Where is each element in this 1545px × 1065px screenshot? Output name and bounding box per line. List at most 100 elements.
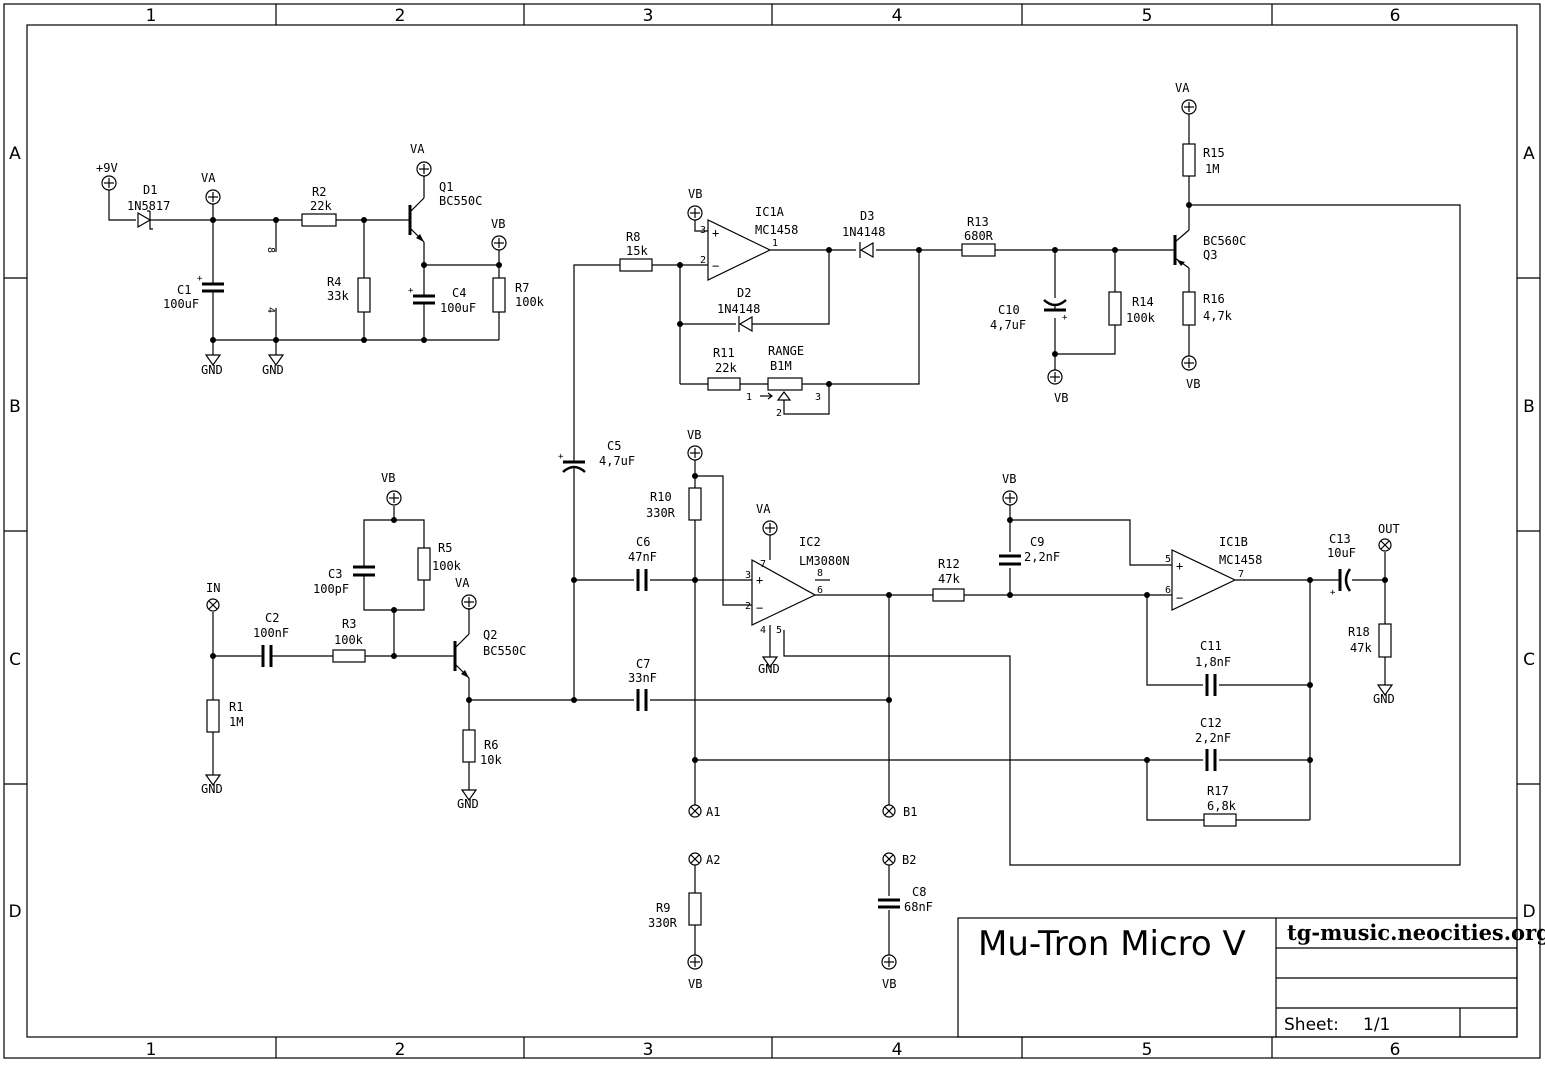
label: 4,7uF — [599, 454, 635, 468]
svg-text:−: − — [1176, 591, 1183, 605]
power-terminal-icon — [881, 954, 897, 970]
svg-text:+: + — [558, 452, 564, 462]
sheet-value: 1/1 — [1363, 1015, 1390, 1035]
label: IC1B — [1219, 535, 1248, 549]
label: 2,2nF — [1024, 550, 1060, 564]
label: Q3 — [1203, 248, 1217, 262]
junction-dots — [210, 202, 1388, 763]
label: VB — [688, 187, 702, 201]
svg-text:+: + — [1062, 313, 1068, 323]
label: B2 — [902, 853, 916, 867]
ground-icon — [460, 789, 478, 802]
label: C1 — [177, 283, 191, 297]
col-3-bottom: 3 — [643, 1040, 654, 1060]
label: OUT — [1378, 522, 1400, 536]
label: B1M — [770, 359, 792, 373]
label: C3 — [328, 567, 342, 581]
label: BC560C — [1203, 234, 1246, 248]
label: GND — [201, 782, 223, 796]
title-block: Mu-Tron Micro V tg-music.neocities.org S… — [957, 917, 1545, 1038]
ground-icon — [204, 354, 222, 367]
label: 68nF — [904, 900, 933, 914]
power-terminal-icon — [1002, 490, 1018, 506]
label: 100k — [334, 633, 364, 647]
polarized-capacitors: + + + + + — [197, 274, 1352, 598]
diodes — [137, 210, 874, 333]
label: D1 — [143, 183, 157, 197]
label: 22k — [715, 361, 737, 375]
label: 33nF — [628, 671, 657, 685]
resistor-r10 — [688, 487, 702, 521]
label: 4 — [265, 307, 276, 313]
resistor-r14 — [1108, 291, 1122, 326]
resistor-r17 — [1203, 813, 1237, 827]
label: MC1458 — [755, 223, 798, 237]
svg-text:+: + — [197, 274, 203, 284]
label: 3 — [815, 392, 821, 403]
ground-icon — [1376, 684, 1394, 697]
label: C4 — [452, 286, 466, 300]
capacitor-c8 — [878, 898, 900, 909]
label: LM3080N — [799, 554, 850, 568]
label: 1 — [772, 238, 778, 249]
label: IN — [206, 581, 220, 595]
resistor-r13 — [961, 243, 996, 257]
resistor-r3 — [332, 649, 366, 663]
label: C13 — [1329, 532, 1351, 546]
resistor-r18 — [1378, 623, 1392, 658]
label: R13 — [967, 215, 989, 229]
label: R5 — [438, 541, 452, 555]
label: 100k — [515, 295, 545, 309]
label: 2 — [776, 408, 782, 419]
svg-text:+: + — [408, 286, 414, 296]
label: 2 — [700, 255, 706, 266]
label: GND — [1373, 692, 1395, 706]
label: 1 — [746, 392, 752, 403]
label: 7 — [1238, 569, 1244, 580]
label: 5 — [1165, 554, 1171, 565]
row-a-right: A — [1523, 144, 1535, 164]
label: B1 — [903, 805, 917, 819]
label: 4,7k — [1203, 309, 1233, 323]
resistor-r11 — [707, 377, 741, 391]
label: +9V — [96, 161, 118, 175]
power-terminal-icon — [386, 490, 402, 506]
resistors — [206, 143, 1392, 926]
power-terminal-icon — [687, 445, 703, 461]
svg-text:+: + — [756, 573, 763, 587]
power-terminal-icon — [687, 205, 703, 221]
col-2-bottom: 2 — [395, 1040, 406, 1060]
label: R1 — [229, 700, 243, 714]
col-4-bottom: 4 — [892, 1040, 903, 1060]
label: A1 — [706, 805, 720, 819]
label: 100k — [432, 559, 462, 573]
resistor-r1 — [206, 699, 220, 733]
label: C9 — [1030, 535, 1044, 549]
power-terminal-icon — [1047, 369, 1063, 385]
label: VB — [381, 471, 395, 485]
connector-b1-icon — [882, 804, 896, 818]
svg-text:−: − — [756, 601, 763, 615]
label: VA — [756, 502, 771, 516]
label: 3 — [700, 225, 706, 236]
site-url: tg-music.neocities.org — [1287, 920, 1545, 945]
label: 100nF — [253, 626, 289, 640]
row-d-left: D — [8, 902, 21, 922]
connector-out-icon — [1378, 538, 1392, 552]
label: 10k — [480, 753, 502, 767]
label: VB — [1186, 377, 1200, 391]
label: C12 — [1200, 716, 1222, 730]
resistor-r9 — [688, 892, 702, 926]
opamp-ic1b: +− — [1171, 549, 1237, 611]
col-5-top: 5 — [1142, 6, 1153, 26]
label: C8 — [912, 885, 926, 899]
row-c-right: C — [1523, 650, 1535, 670]
label: R3 — [342, 617, 356, 631]
capacitor-c4: + — [408, 286, 435, 306]
row-c-left: C — [9, 650, 21, 670]
ground-icon — [204, 774, 222, 787]
label: R7 — [515, 281, 529, 295]
label: C7 — [636, 657, 650, 671]
label: RANGE — [768, 344, 804, 358]
